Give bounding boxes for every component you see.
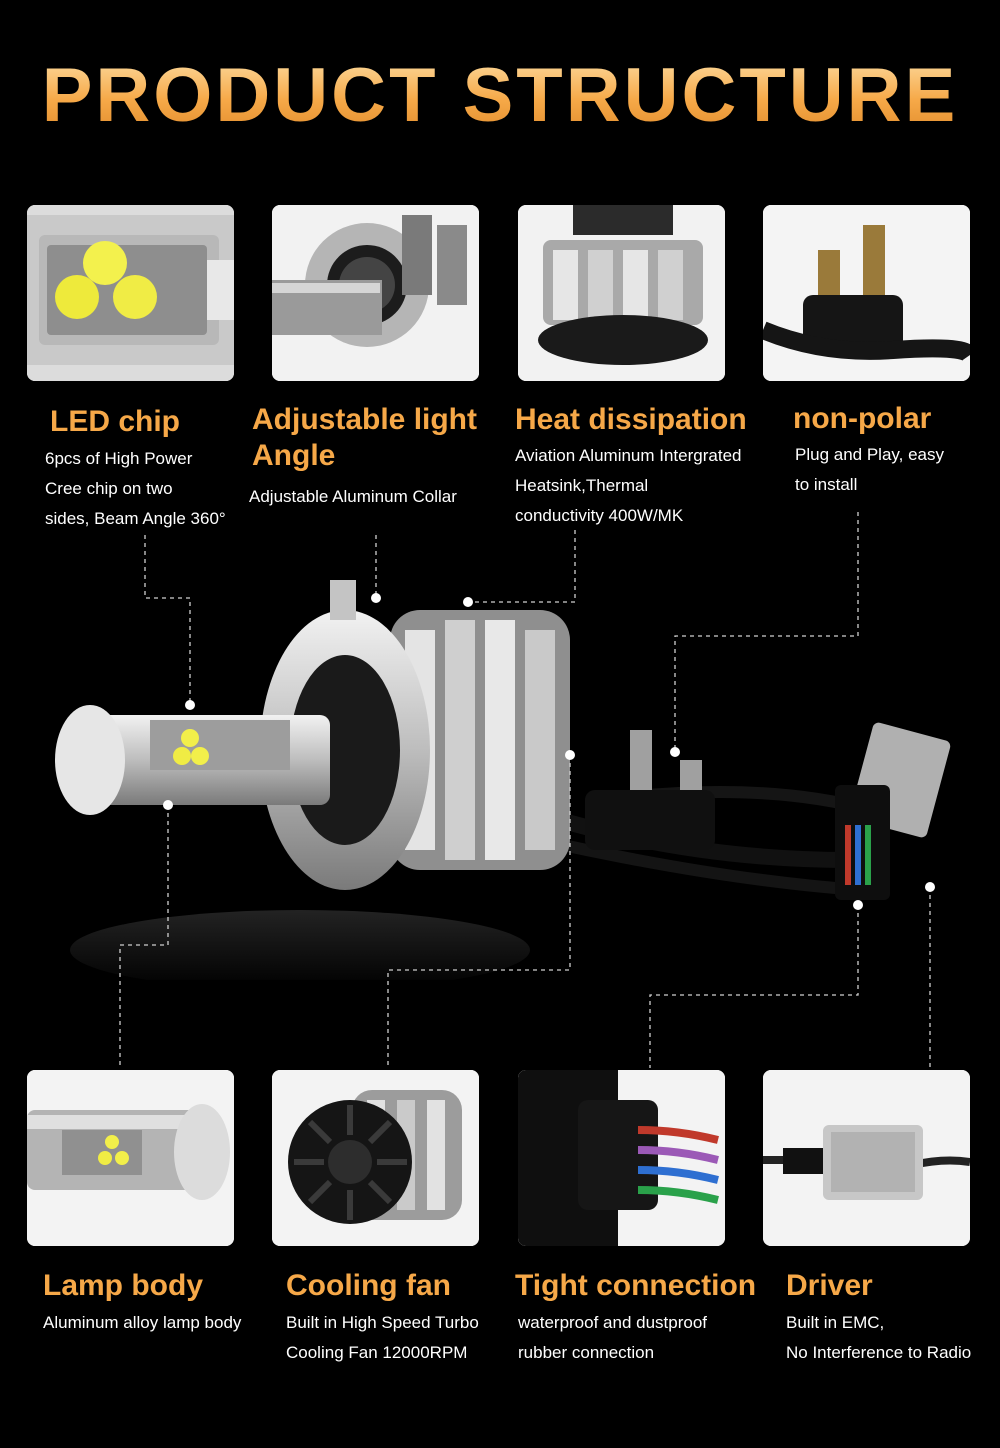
- collar-photo: [272, 205, 479, 381]
- driver-desc: Built in EMC, No Interference to Radio: [786, 1308, 971, 1368]
- callout-dot: [670, 747, 680, 757]
- lamp-body-photo: [27, 1070, 234, 1246]
- callout-dot: [925, 882, 935, 892]
- page-title: PRODUCT STRUCTURE: [0, 52, 1000, 139]
- callout-dot: [371, 593, 381, 603]
- heatsink-photo: [518, 205, 725, 381]
- led-chip-desc: 6pcs of High Power Cree chip on two side…: [45, 444, 226, 534]
- adjustable-angle-heading-line: Adjustable light: [252, 403, 477, 436]
- callout-dot: [565, 750, 575, 760]
- driver-photo: [763, 1070, 970, 1246]
- tight-connection-desc: waterproof and dustproof rubber connecti…: [518, 1308, 707, 1368]
- heat-dissipation-desc-line: conductivity 400W/MK: [515, 506, 684, 525]
- non-polar-desc-line: Plug and Play, easy: [795, 445, 944, 464]
- led-chip-photo: [27, 205, 234, 381]
- adjustable-angle-heading-line: Angle: [252, 439, 336, 472]
- driver-desc-line: Built in EMC,: [786, 1313, 885, 1332]
- headlight-bulb-assembly: [55, 580, 951, 980]
- callout-dot: [853, 900, 863, 910]
- heat-dissipation-heading: Heat dissipation: [515, 403, 747, 436]
- lamp-body-heading: Lamp body: [43, 1269, 204, 1302]
- led-chip-desc-line: Cree chip on two: [45, 479, 173, 498]
- non-polar-heading: non-polar: [793, 402, 932, 435]
- cooling-fan-desc: Built in High Speed Turbo Cooling Fan 12…: [286, 1308, 479, 1368]
- heat-dissipation-desc-line: Aviation Aluminum Intergrated: [515, 446, 742, 465]
- led-chip-desc-line: 6pcs of High Power: [45, 449, 193, 468]
- callout-dot: [463, 597, 473, 607]
- driver-desc-line: No Interference to Radio: [786, 1343, 972, 1362]
- cooling-fan-heading: Cooling fan: [286, 1269, 451, 1302]
- cooling-fan-photo: [272, 1070, 479, 1246]
- adjustable-angle-desc: Adjustable Aluminum Collar: [249, 487, 457, 506]
- lamp-body-desc: Aluminum alloy lamp body: [43, 1313, 242, 1332]
- driver-heading: Driver: [786, 1269, 873, 1302]
- tight-connection-desc-line: waterproof and dustproof: [518, 1313, 708, 1332]
- adjustable-angle-heading: Adjustable light Angle: [252, 402, 477, 474]
- led-chip-desc-line: sides, Beam Angle 360°: [45, 509, 226, 528]
- led-chip-heading: LED chip: [50, 405, 181, 438]
- heat-dissipation-desc-line: Heatsink,Thermal: [515, 476, 649, 495]
- cooling-fan-desc-line: Cooling Fan 12000RPM: [286, 1343, 468, 1362]
- non-polar-desc: Plug and Play, easy to install: [795, 440, 944, 500]
- plug-photo: [763, 205, 970, 381]
- non-polar-desc-line: to install: [795, 475, 858, 494]
- tight-connection-desc-line: rubber connection: [518, 1343, 655, 1362]
- tight-connection-heading: Tight connection: [515, 1269, 757, 1302]
- callout-dot: [163, 800, 173, 810]
- tight-connection-photo: [518, 1070, 725, 1246]
- heat-dissipation-desc: Aviation Aluminum Intergrated Heatsink,T…: [515, 441, 741, 531]
- cooling-fan-desc-line: Built in High Speed Turbo: [286, 1313, 479, 1332]
- callout-dot: [185, 700, 195, 710]
